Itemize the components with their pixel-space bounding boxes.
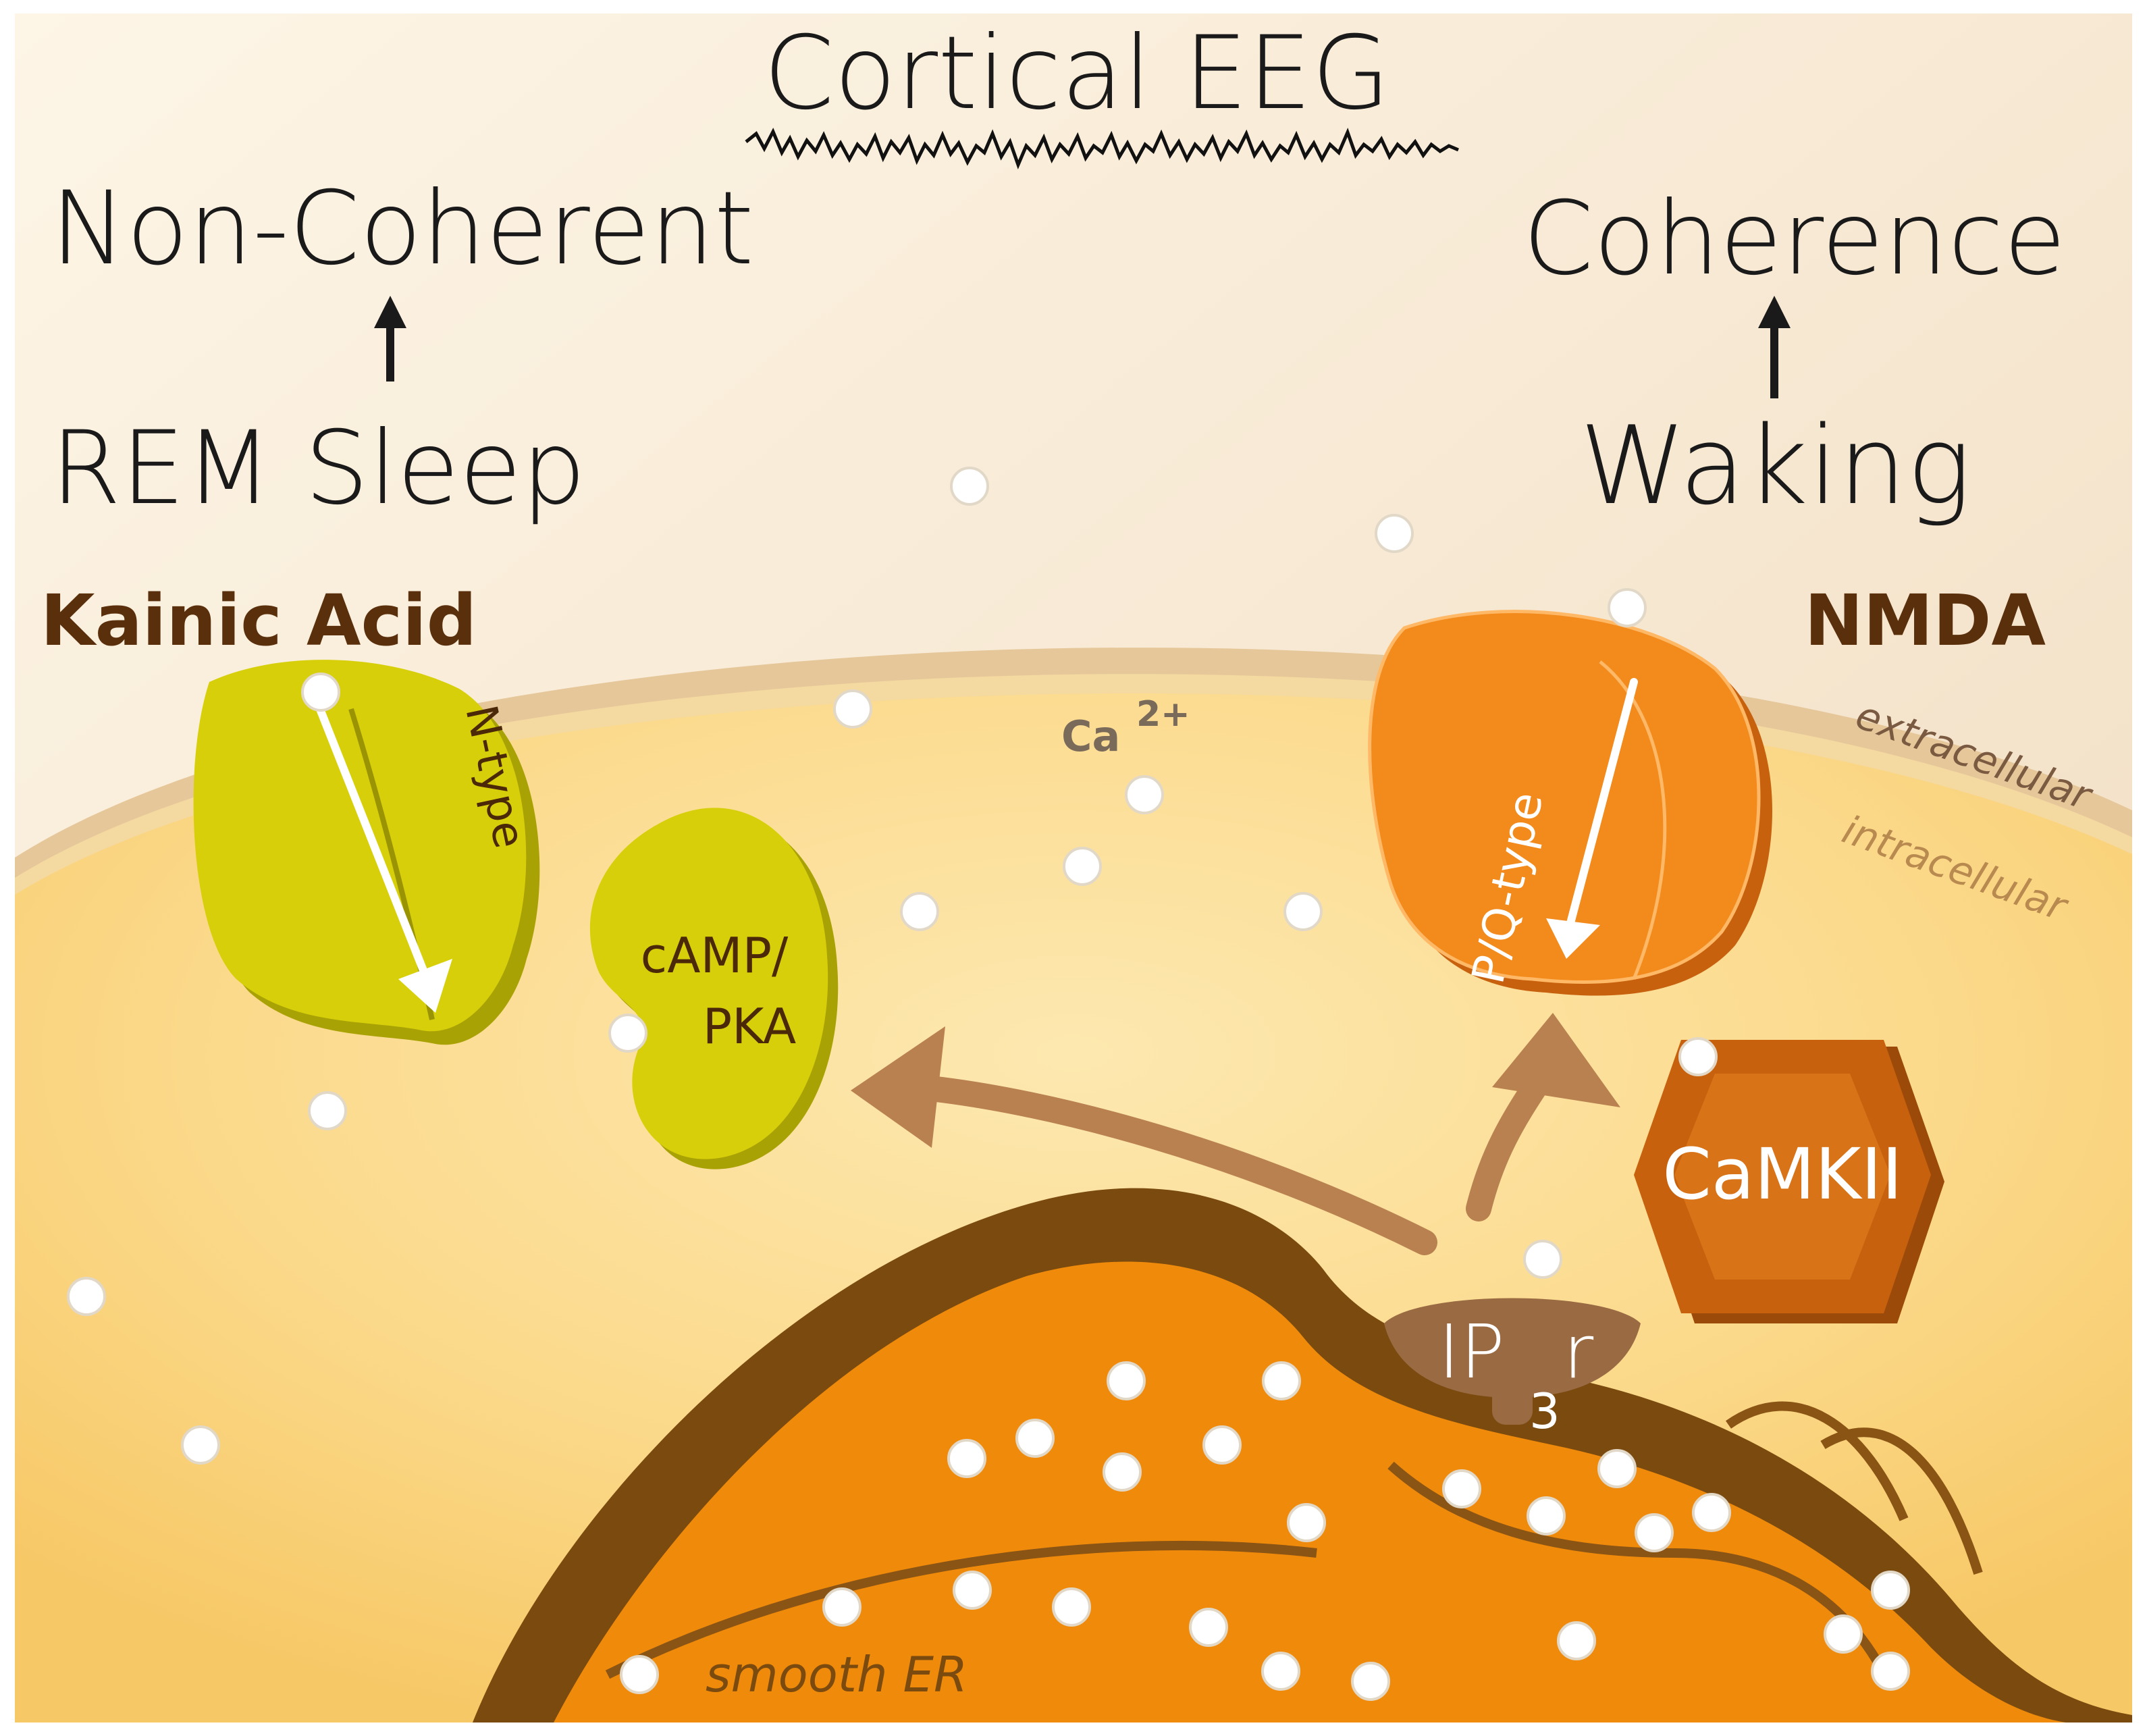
calcium-ion <box>1351 1662 1390 1701</box>
calcium-ion <box>1557 1621 1596 1660</box>
calcium-ion <box>67 1277 106 1316</box>
pq-type-channel: P/Q-type <box>1368 610 1772 996</box>
ip3-receptor: IP 3 r <box>1384 1298 1641 1440</box>
calcium-ion <box>308 1091 347 1130</box>
calcium-ion <box>1608 588 1647 627</box>
calcium-ion <box>1125 775 1164 814</box>
coherence-label: Coherence <box>1523 180 2066 298</box>
calcium-ion <box>822 1587 862 1627</box>
pathway-arrow-to-pka <box>851 1026 1437 1255</box>
calcium-ion <box>1635 1513 1674 1552</box>
calcium-ion <box>953 1571 992 1610</box>
calcium-ion <box>620 1655 659 1694</box>
calcium-ion <box>1262 1361 1301 1400</box>
kainic-acid-label: Kainic Acid <box>41 579 477 662</box>
non-coherent-label: Non-Coherent <box>51 170 754 288</box>
ip3r-prefix: IP <box>1438 1309 1505 1395</box>
camkii-enzyme: CaMKII <box>1634 1040 1944 1323</box>
calcium-ion <box>1261 1652 1300 1691</box>
calcium-ion <box>1283 892 1323 931</box>
calcium-ion <box>900 892 939 931</box>
calcium-ion <box>1052 1587 1091 1627</box>
calcium-charge: 2+ <box>1136 694 1190 735</box>
calcium-ion <box>1107 1361 1146 1400</box>
calcium-ion <box>1597 1449 1637 1488</box>
calcium-ion <box>1678 1037 1718 1076</box>
calcium-ion <box>1692 1493 1731 1532</box>
calcium-ion <box>833 689 872 729</box>
calcium-label: Ca 2+ <box>1061 694 1190 761</box>
calcium-ion <box>947 1439 986 1478</box>
waking-label: Waking <box>1579 402 1971 529</box>
calcium-ion <box>1527 1496 1566 1535</box>
calcium-ion <box>1871 1652 1910 1691</box>
smooth-er-label: smooth ER <box>706 1646 968 1703</box>
camp-pka-enzyme: cAMP/ PKA <box>589 808 839 1169</box>
nmda-label: NMDA <box>1805 579 2046 662</box>
ip3r-suffix: r <box>1563 1309 1594 1395</box>
calcium-ions <box>67 467 1910 1701</box>
eeg-title: Cortical EEG <box>764 15 1390 132</box>
calcium-ion <box>1103 1452 1142 1492</box>
calcium-ion <box>1824 1614 1863 1654</box>
calcium-ion <box>1442 1469 1481 1508</box>
calcium-ion <box>950 467 989 506</box>
pathway-arrow-to-pq-channel <box>1466 1013 1620 1221</box>
calcium-ion <box>1063 847 1102 886</box>
calcium-symbol: Ca <box>1061 712 1120 761</box>
calcium-ion <box>1189 1608 1228 1647</box>
calcium-ion <box>1287 1503 1326 1542</box>
camp-label: cAMP/ <box>641 927 789 984</box>
smooth-er <box>473 1188 2132 1722</box>
calcium-ion <box>1523 1240 1562 1279</box>
calcium-ion <box>1202 1425 1242 1465</box>
n-type-channel: N-type <box>193 660 540 1045</box>
calcium-ion <box>608 1014 647 1053</box>
calcium-ion <box>181 1425 220 1465</box>
calcium-ion <box>1871 1571 1910 1610</box>
eeg-trace <box>745 128 1459 169</box>
calcium-ion <box>1015 1419 1055 1458</box>
calcium-ion <box>1375 514 1414 553</box>
pka-label: PKA <box>703 998 797 1055</box>
ip3r-subscript: 3 <box>1529 1383 1560 1440</box>
rem-sleep-label: REM Sleep <box>51 410 586 527</box>
camkii-label: CaMKII <box>1662 1133 1903 1215</box>
calcium-ion <box>301 673 340 712</box>
